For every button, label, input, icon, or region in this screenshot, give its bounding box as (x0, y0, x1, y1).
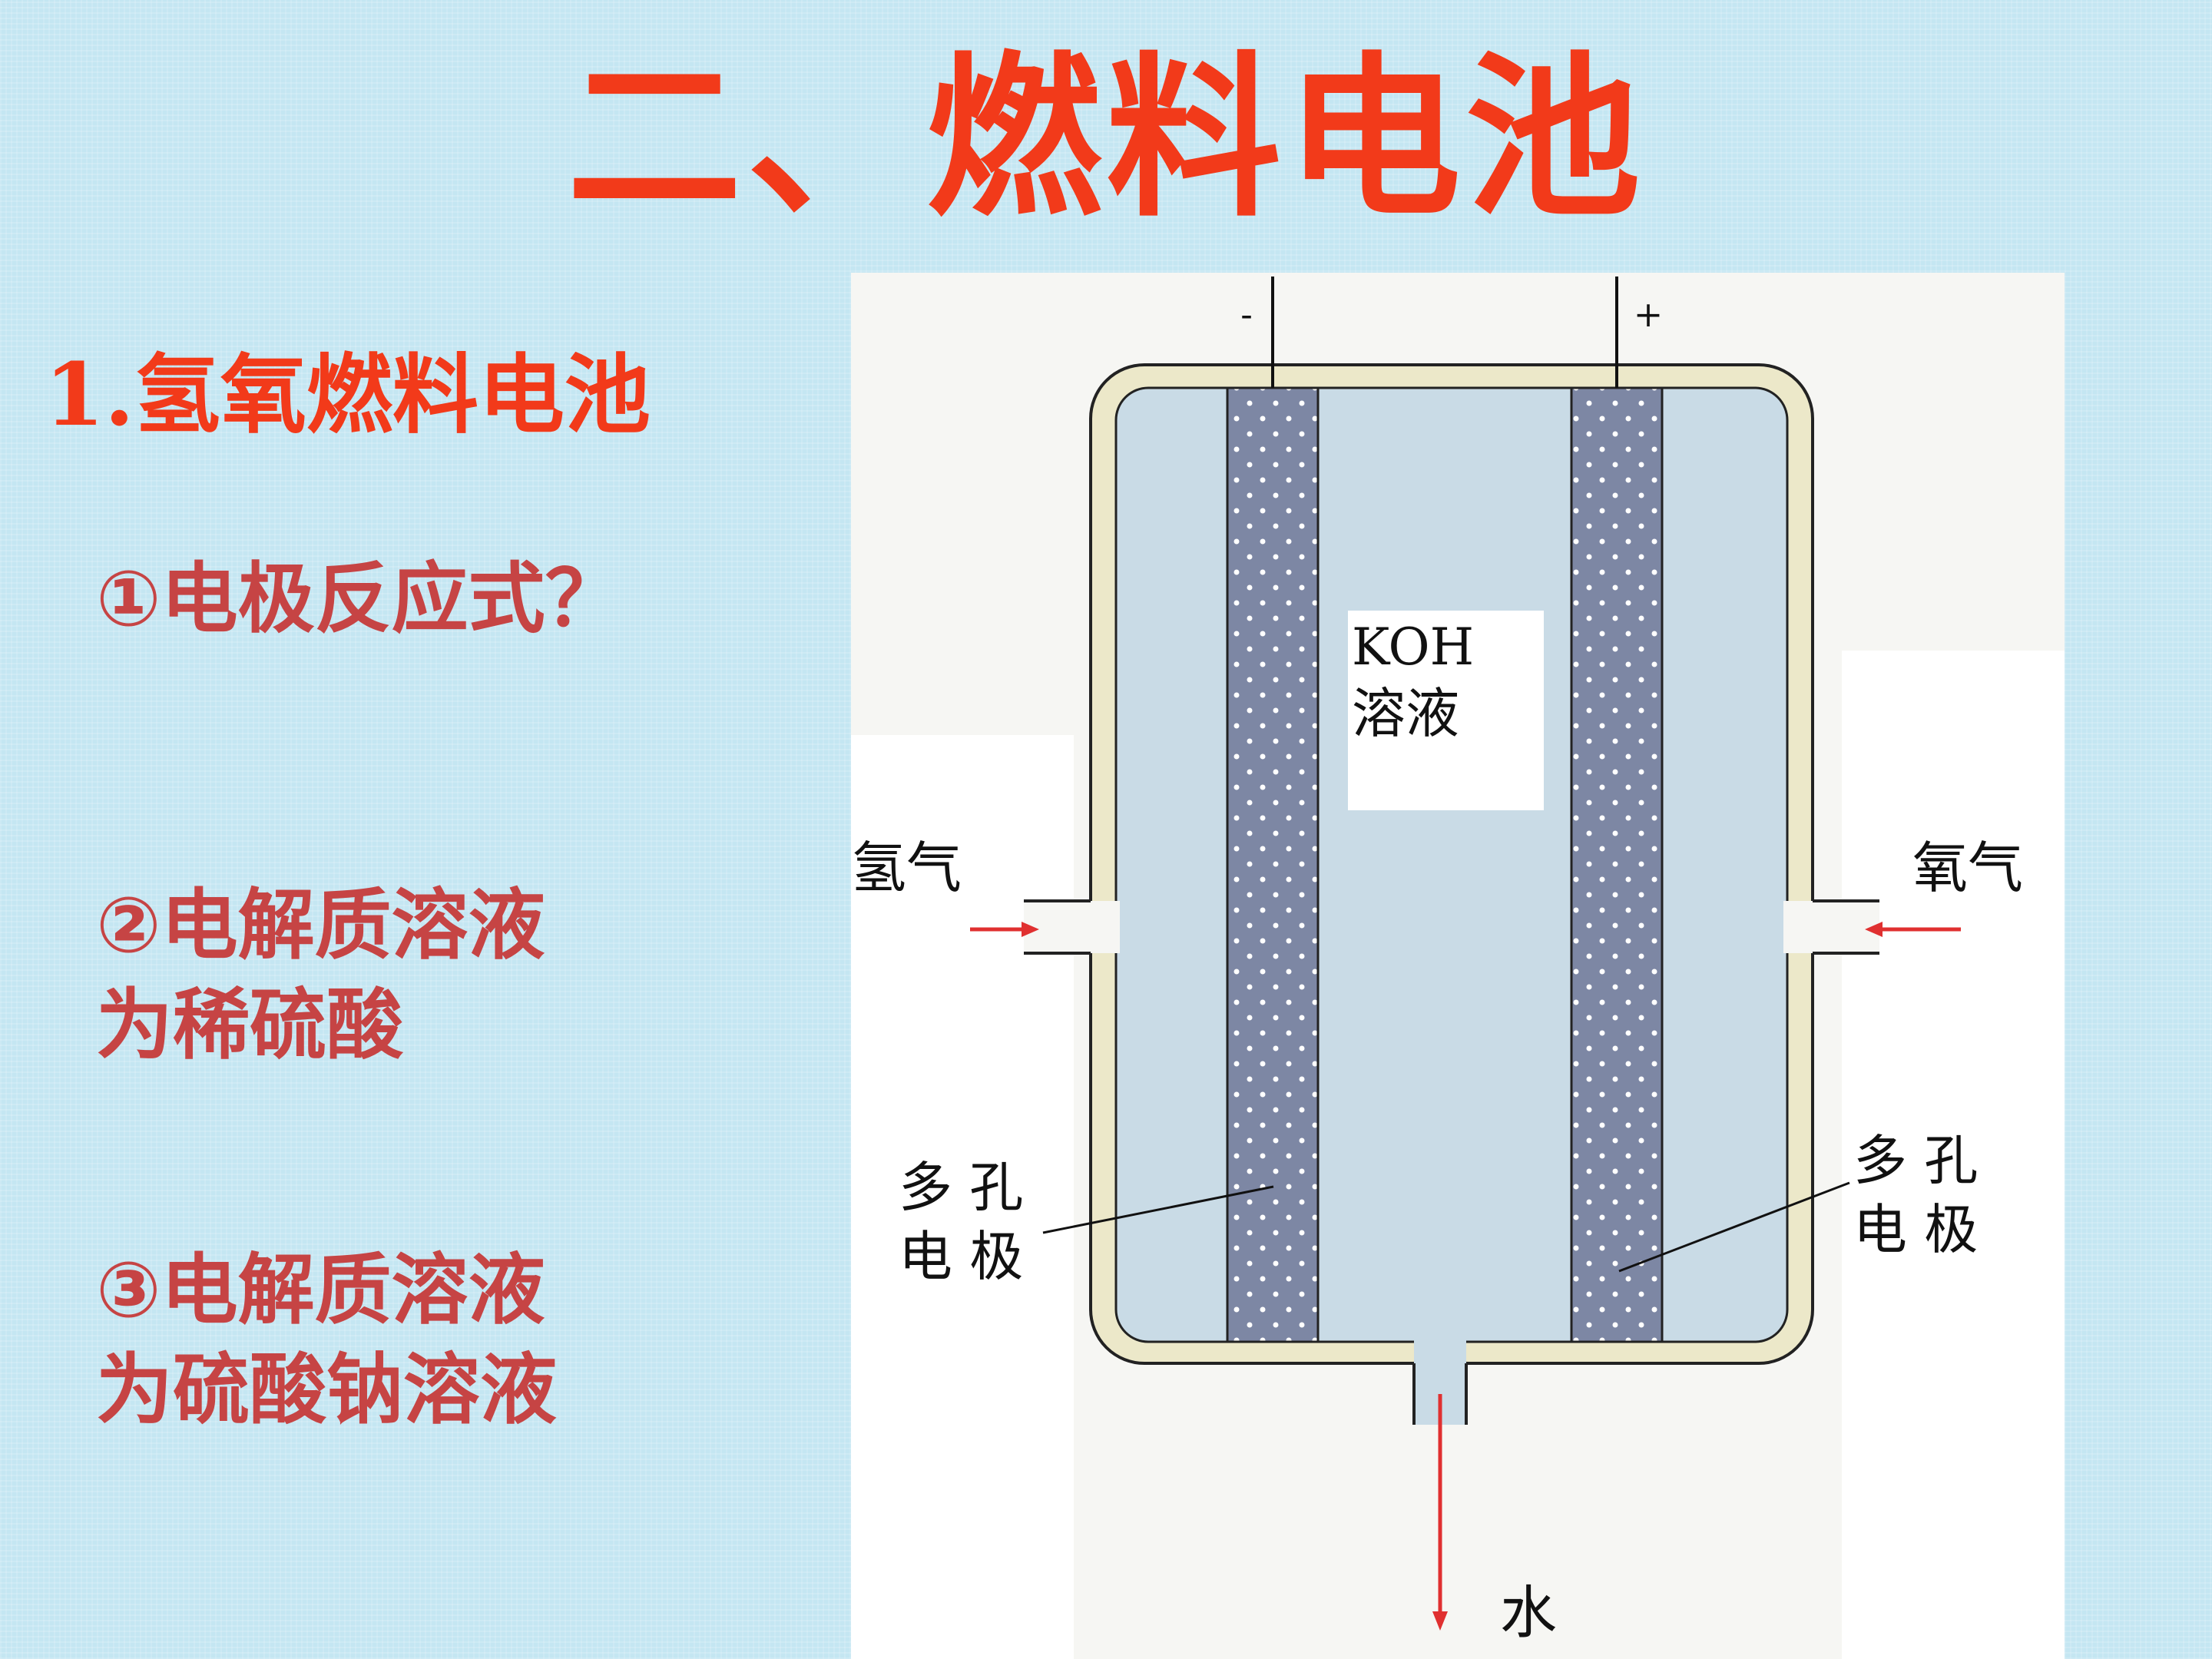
electrolyte-label-line: 溶液 (1352, 682, 1459, 745)
question-line: ②电解质溶液 (96, 880, 545, 970)
left-electrode-label-line: 多 孔 (899, 1156, 1023, 1219)
porous-electrode-right (1570, 386, 1664, 1343)
slide-title: 二、燃料电池 (567, 36, 1645, 240)
water-label: 水 (1500, 1580, 1557, 1646)
right-electrode-label-line: 多 孔 (1853, 1129, 1978, 1192)
oxygen-inlet (1783, 901, 1879, 953)
porous-electrode-left (1226, 386, 1320, 1343)
left-electrode-label-line: 电 极 (899, 1225, 1023, 1288)
water-arrow-head (1432, 1611, 1448, 1631)
question-line: 为硫酸钠溶液 (96, 1345, 557, 1435)
question-dilute-sulfuric-acid: ②电解质溶液 为稀硫酸 (96, 876, 545, 1075)
fuel-cell-svg: - + KOH 溶液 氢气 氧气 多 孔 电 极 多 孔 电 极 水 (851, 276, 2065, 1659)
question-line: 为稀硫酸 (96, 980, 403, 1070)
left-white-panel (851, 735, 1074, 1659)
question-sodium-sulfate: ③电解质溶液 为硫酸钠溶液 (96, 1240, 557, 1440)
electrolyte-label-line: KOH (1352, 618, 1474, 677)
electrolyte-label-box (1348, 611, 1544, 810)
right-electrode-label-line: 电 极 (1853, 1198, 1978, 1261)
question-electrode-reactions: ①电极反应式？ (96, 549, 622, 649)
oxygen-label: 氧气 (1912, 836, 2023, 900)
negative-terminal-sign: - (1240, 293, 1253, 335)
left-electrode-leader (1042, 1185, 1274, 1234)
hydrogen-arrow-head (1022, 922, 1039, 937)
section-heading: 1.氢氧燃料电池 (45, 345, 651, 445)
question-line: ③电解质溶液 (96, 1245, 545, 1335)
positive-terminal-sign: + (1634, 293, 1664, 335)
fuel-cell-diagram: - + KOH 溶液 氢气 氧气 多 孔 电 极 多 孔 电 极 水 (851, 273, 2065, 1659)
oxygen-arrow-head (1865, 922, 1883, 937)
hydrogen-inlet (1024, 901, 1120, 953)
hydrogen-label: 氢气 (851, 836, 962, 900)
right-electrode-leader (1618, 1181, 1850, 1273)
right-white-panel (1842, 651, 2065, 1659)
question-line: ①电极反应式？ (96, 554, 622, 644)
